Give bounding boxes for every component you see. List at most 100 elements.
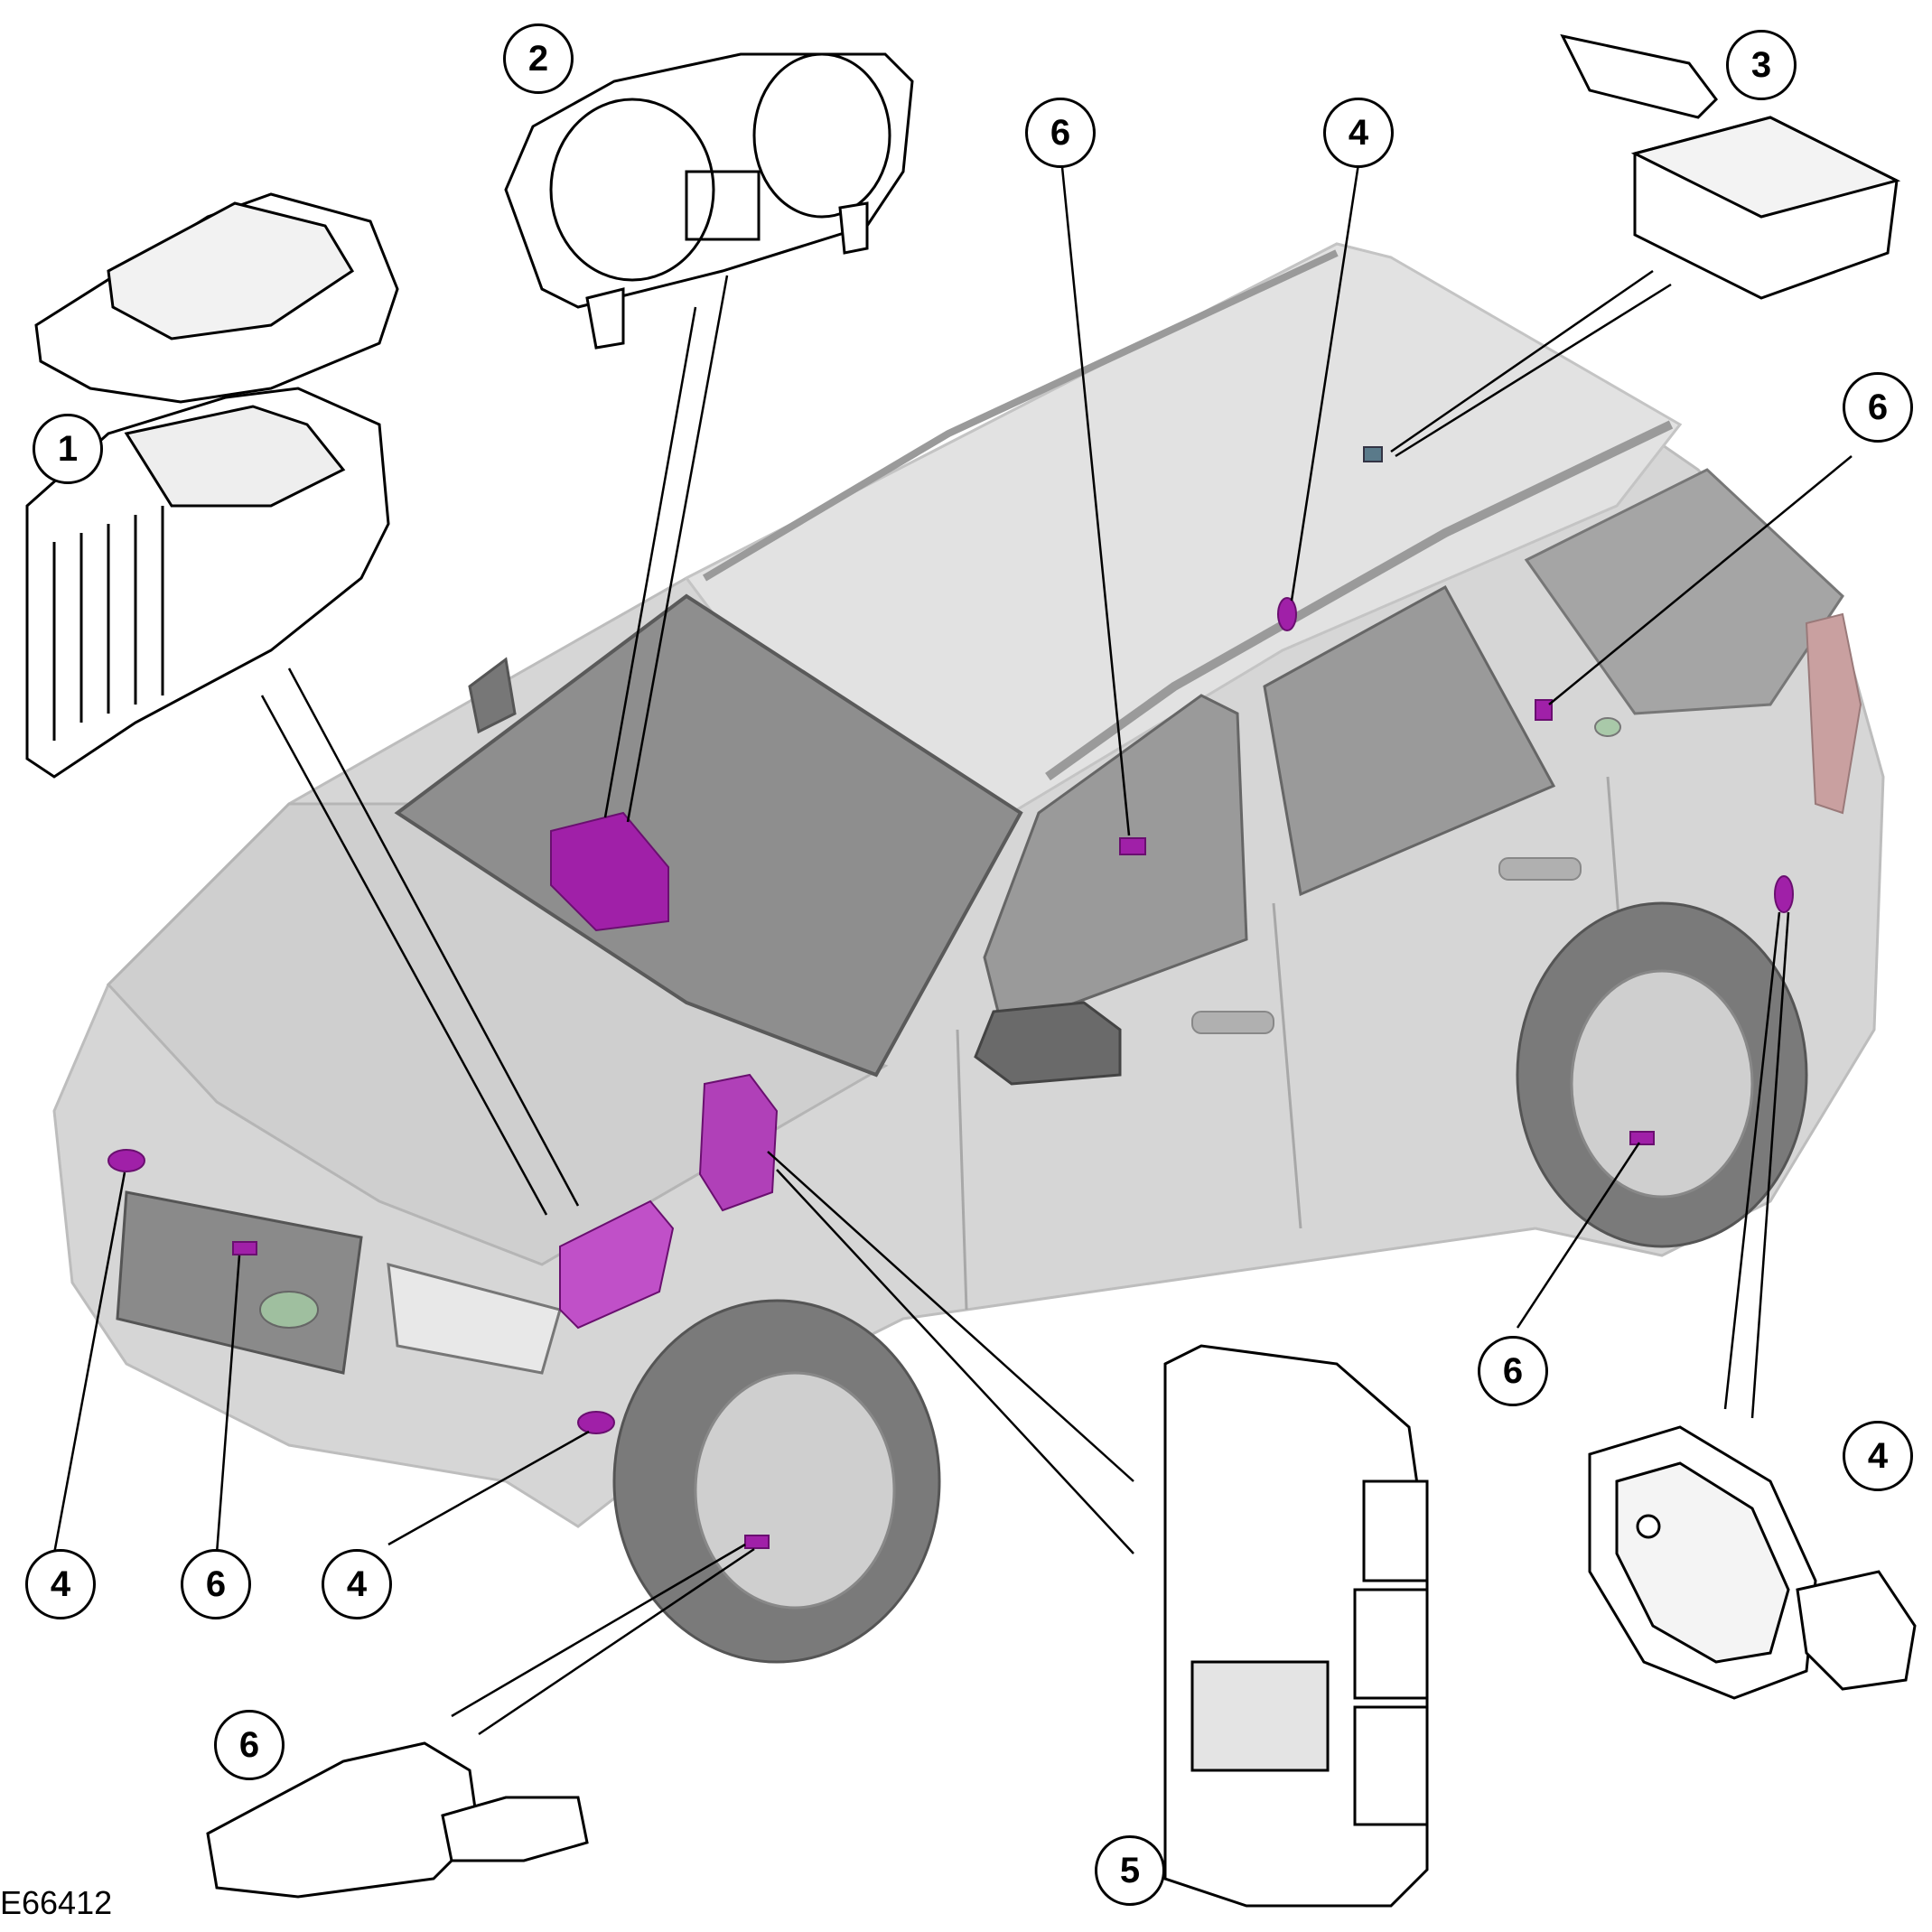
rear-door-window	[1263, 584, 1556, 897]
cluster-mount	[585, 201, 869, 350]
leader-line	[260, 695, 548, 1216]
roof-rail	[702, 249, 1339, 582]
receiver-roof	[1363, 446, 1383, 462]
front-grille	[116, 1190, 363, 1375]
sensor-rear-wheel	[1629, 1131, 1655, 1145]
sensor-b-pillar	[1535, 699, 1553, 721]
front-door-window	[983, 694, 1248, 1031]
leader-line	[287, 667, 580, 1207]
leader-line	[1059, 157, 1131, 836]
component-fuse-box	[25, 192, 399, 779]
module-cable	[1560, 33, 1718, 119]
callout-label: 6	[205, 1563, 227, 1604]
initiator-rear	[1774, 875, 1794, 913]
roof-rail	[1045, 420, 1674, 781]
left-mirror	[468, 657, 517, 734]
rear-quarter-window	[1524, 468, 1844, 715]
vehicle	[52, 242, 1885, 1664]
callout-4-front-right: 4	[322, 1549, 392, 1619]
component-receiver-module	[1560, 33, 1901, 300]
callout-label: 4	[1867, 1435, 1889, 1476]
callout-label: 4	[50, 1563, 71, 1604]
door-handle	[1498, 857, 1582, 881]
initiator-inner	[1615, 1461, 1790, 1664]
bcm-connector-upper	[1362, 1479, 1429, 1582]
front-wheel-rim	[694, 1371, 896, 1610]
leader-line	[626, 275, 729, 823]
leader-line	[767, 1151, 1134, 1482]
leader-line	[451, 1543, 746, 1718]
callout-6-sensor-detail: 6	[214, 1710, 285, 1780]
bcm-connector-lower	[1353, 1705, 1429, 1826]
component-initiator	[1588, 1425, 1917, 1700]
door-handle	[1191, 1011, 1274, 1034]
callout-6-b-pillar: 6	[1843, 372, 1913, 443]
component-body-control-module	[1163, 1344, 1429, 1908]
cluster-housing	[504, 52, 914, 309]
cluster-dial-left	[549, 98, 715, 282]
leader-line	[387, 1430, 590, 1546]
fuse-box-highlight	[559, 1199, 675, 1330]
rear-wheel-rim	[1570, 969, 1754, 1199]
callout-label: 6	[1502, 1350, 1524, 1391]
callout-5: 5	[1095, 1835, 1165, 1906]
fuse-box-ribs	[52, 506, 164, 741]
leader-line	[1516, 1142, 1641, 1329]
callout-1: 1	[33, 414, 103, 484]
component-tyre-pressure-sensor	[206, 1741, 589, 1899]
initiator-front-left	[107, 1149, 145, 1172]
leader-line	[1723, 911, 1781, 1410]
callout-4-front-left: 4	[25, 1549, 96, 1619]
initiator-hole	[1636, 1514, 1661, 1539]
leader-line	[1548, 455, 1853, 705]
callout-2: 2	[503, 23, 574, 94]
sensor-front-wheel	[744, 1535, 770, 1549]
sensor-cabin	[1119, 837, 1146, 855]
callout-label: 4	[1348, 112, 1369, 153]
initiator-roof	[1277, 597, 1297, 631]
cluster-display	[685, 170, 761, 241]
highlighted-components	[107, 446, 1794, 1549]
leader-line	[52, 1171, 126, 1554]
component-instrument-cluster	[504, 52, 914, 350]
callout-4-initiator-detail: 4	[1843, 1421, 1913, 1491]
bcm-connector-middle	[1353, 1588, 1429, 1700]
sensor-grille	[232, 1241, 257, 1255]
callout-label: 5	[1119, 1850, 1141, 1890]
callout-label: 3	[1750, 44, 1772, 85]
rear-badge	[1594, 717, 1621, 737]
leader-line	[776, 1169, 1134, 1554]
callout-label: 6	[238, 1724, 260, 1765]
leader-line	[603, 306, 697, 818]
instrument-cluster-highlight	[550, 811, 669, 932]
leader-line	[1290, 157, 1361, 602]
leader-line	[1395, 283, 1672, 458]
sensor-valve-stem	[441, 1796, 589, 1862]
leader-line	[1750, 911, 1790, 1419]
cluster-dial-right	[752, 52, 891, 219]
figure-id-label: E66412	[0, 1884, 113, 1921]
headlight	[387, 1262, 562, 1375]
callout-4-roof: 4	[1323, 98, 1394, 168]
callout-label: 6	[1050, 112, 1071, 153]
leader-line	[1390, 269, 1654, 453]
side-mirror	[974, 1001, 1122, 1086]
fuse-box-lid-top	[107, 201, 355, 341]
callout-label: 1	[57, 428, 79, 469]
leader-line	[478, 1547, 755, 1736]
leader-lines	[52, 157, 1853, 1736]
tail-light	[1805, 612, 1862, 815]
leader-line	[215, 1255, 241, 1554]
bcm-grille	[1190, 1660, 1330, 1772]
callout-label: 2	[527, 38, 549, 79]
initiator-front-right	[577, 1411, 615, 1434]
fuse-box-relays	[124, 405, 346, 508]
callout-6-grille: 6	[181, 1549, 251, 1619]
callout-6-cabin: 6	[1025, 98, 1096, 168]
callout-label: 6	[1867, 387, 1889, 427]
callout-6-rear-wheel: 6	[1478, 1336, 1548, 1406]
initiator-connector	[1796, 1570, 1917, 1691]
vehicle-hood	[106, 802, 889, 1266]
